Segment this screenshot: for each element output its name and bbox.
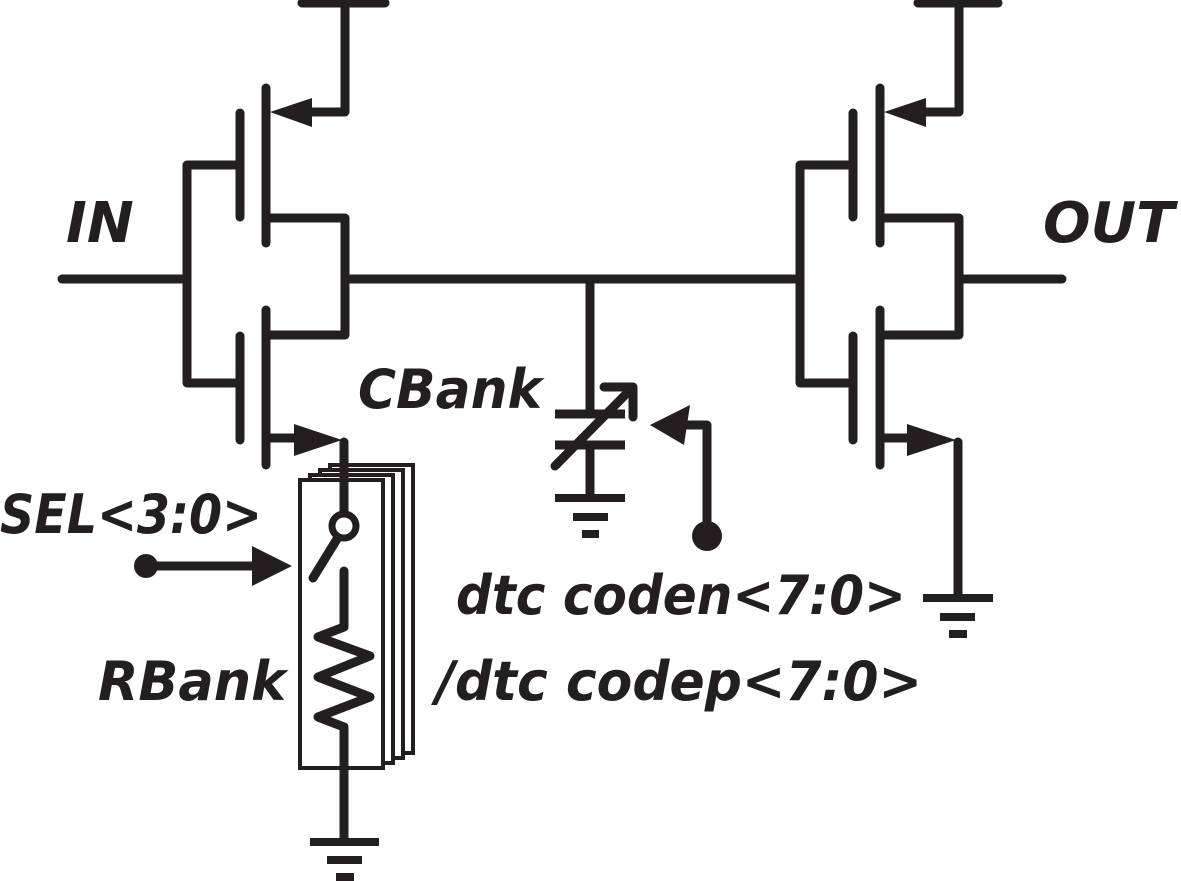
- nmos-2-source-arrow-icon: [907, 424, 956, 456]
- ground-icon-cbank: [555, 494, 625, 538]
- gate-tie-1: [182, 160, 245, 388]
- switch-contact-icon: [328, 510, 360, 542]
- nmos-1: [235, 274, 350, 470]
- inverter-2: [795, 0, 1067, 638]
- vdd-wire-1: [295, 0, 350, 117]
- gate-tie-2: [795, 160, 858, 388]
- capacitor-bank: [550, 274, 722, 551]
- dtc-control-wire: [675, 420, 712, 541]
- variable-cap-arrow-shaft: [550, 383, 637, 471]
- pmos-2: [848, 83, 964, 284]
- label-rbank: RBank: [98, 650, 289, 713]
- dtc-arrow-icon: [650, 405, 690, 445]
- nmos-2: [848, 274, 964, 470]
- nmos-1-drain-wire: [261, 274, 350, 340]
- inverter-1: [57, 0, 390, 470]
- label-sel: SEL<3:0>: [0, 483, 262, 546]
- variable-cap-arrow-head-icon: [599, 382, 638, 422]
- switch-blade: [308, 534, 342, 583]
- label-dtc-codep: /dtc codep<7:0>: [430, 650, 922, 713]
- pmos-2-source-arrow-icon: [884, 98, 926, 127]
- pmos-1: [235, 83, 350, 284]
- vdd-wire-2: [915, 0, 964, 117]
- label-cbank: CBank: [358, 358, 545, 421]
- pmos-1-drain-wire: [261, 213, 350, 284]
- pmos-2-drain-wire: [875, 213, 964, 284]
- resistor-icon: [313, 566, 375, 765]
- label-out: OUT: [1043, 191, 1178, 256]
- ground-icon-right: [923, 594, 993, 638]
- pmos-1-source-arrow-icon: [270, 98, 312, 127]
- label-dtc-coden: dtc coden<7:0>: [456, 564, 906, 627]
- sel-arrow-icon: [252, 546, 292, 586]
- nmos-1-source-arrow-icon: [294, 424, 342, 456]
- resistor-bank: [134, 437, 415, 881]
- label-in: IN: [66, 191, 134, 256]
- ground-icon-rbank: [310, 838, 379, 881]
- nmos-2-drain-wire: [875, 274, 964, 340]
